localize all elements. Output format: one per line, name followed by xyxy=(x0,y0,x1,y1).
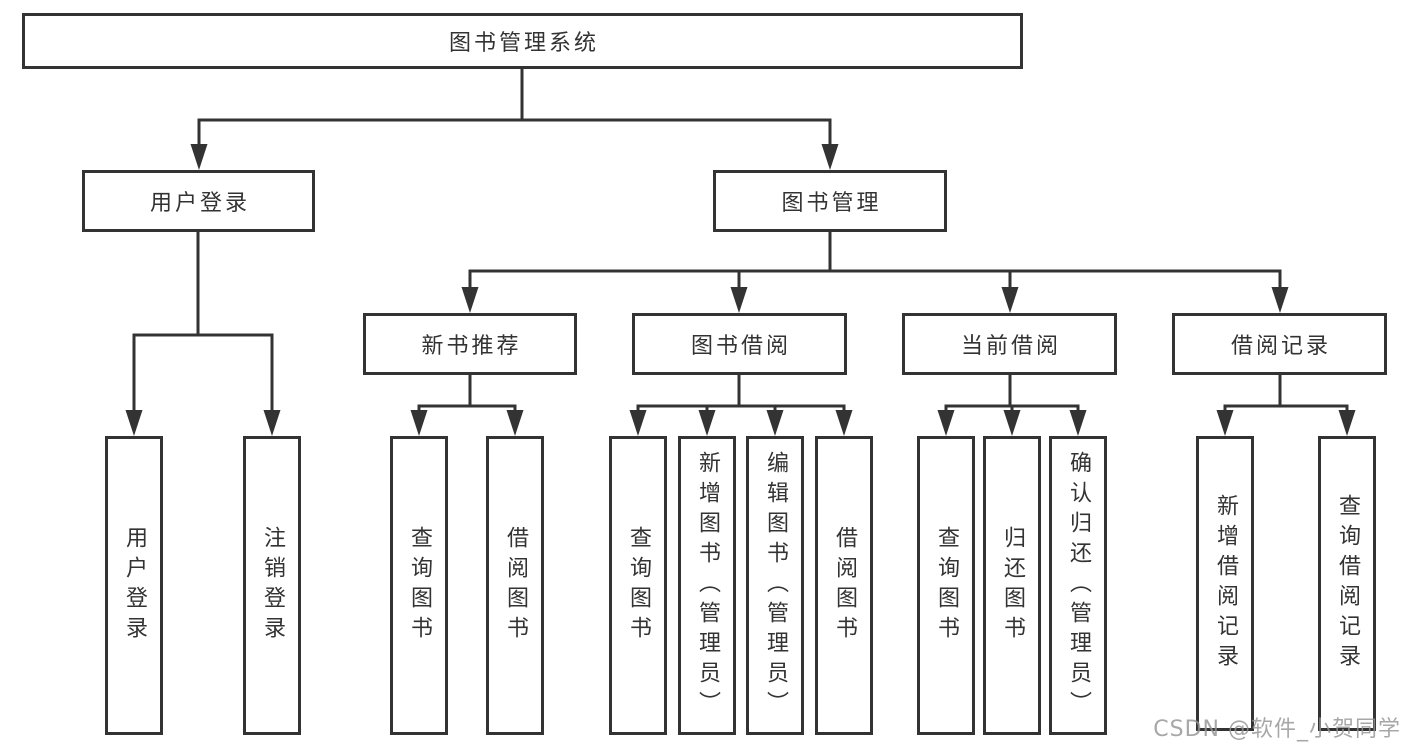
node-new-book-recommend-label: 新书推荐 xyxy=(421,334,522,359)
node-user-login-action: 用户登录 xyxy=(105,436,163,735)
node-logout-action-label: 注销登录 xyxy=(260,525,285,646)
node-add-book-admin: 新增图书（管理员） xyxy=(678,436,736,735)
node-new-book-recommend: 新书推荐 xyxy=(363,313,577,375)
node-book-management: 图书管理 xyxy=(713,170,947,232)
node-return-book: 归还图书 xyxy=(983,436,1041,735)
node-add-borrow-record-label: 新增借阅记录 xyxy=(1213,493,1238,674)
node-query-book-recommend: 查询图书 xyxy=(390,436,448,735)
node-confirm-return-admin-label: 确认归还（管理员） xyxy=(1066,450,1091,721)
node-edit-book-admin: 编辑图书（管理员） xyxy=(746,436,804,735)
node-query-borrow-record: 查询借阅记录 xyxy=(1318,436,1376,731)
node-current-borrow-label: 当前借阅 xyxy=(960,334,1061,359)
node-borrow-book-recommend-label: 借阅图书 xyxy=(503,525,528,646)
node-query-borrow-record-label: 查询借阅记录 xyxy=(1335,493,1360,674)
node-book-management-label: 图书管理 xyxy=(781,191,882,216)
node-logout-action: 注销登录 xyxy=(243,436,301,735)
node-book-borrow: 图书借阅 xyxy=(632,313,847,375)
node-borrow-book-action: 借阅图书 xyxy=(815,436,873,735)
node-root: 图书管理系统 xyxy=(22,13,1023,69)
node-user-login-label: 用户登录 xyxy=(149,191,250,216)
arrowheads xyxy=(125,144,1356,436)
csdn-watermark: CSDN @软件_小贺同学 xyxy=(1153,717,1401,742)
node-borrow-book-action-label: 借阅图书 xyxy=(832,525,857,646)
node-confirm-return-admin: 确认归还（管理员） xyxy=(1049,436,1107,735)
node-borrow-records: 借阅记录 xyxy=(1172,313,1387,375)
node-query-book-current: 查询图书 xyxy=(917,436,975,735)
node-root-label: 图书管理系统 xyxy=(448,31,599,56)
node-user-login: 用户登录 xyxy=(82,170,315,232)
node-add-borrow-record: 新增借阅记录 xyxy=(1196,436,1254,731)
node-user-login-action-label: 用户登录 xyxy=(122,525,147,646)
node-query-book-recommend-label: 查询图书 xyxy=(407,525,432,646)
node-add-book-admin-label: 新增图书（管理员） xyxy=(695,450,720,721)
node-query-book-borrow: 查询图书 xyxy=(609,436,667,735)
node-edit-book-admin-label: 编辑图书（管理员） xyxy=(763,450,788,721)
node-return-book-label: 归还图书 xyxy=(1000,525,1025,646)
node-book-borrow-label: 图书借阅 xyxy=(690,334,791,359)
node-borrow-book-recommend: 借阅图书 xyxy=(486,436,544,735)
node-borrow-records-label: 借阅记录 xyxy=(1230,334,1331,359)
node-query-book-current-label: 查询图书 xyxy=(934,525,959,646)
node-current-borrow: 当前借阅 xyxy=(902,313,1117,375)
node-query-book-borrow-label: 查询图书 xyxy=(626,525,651,646)
